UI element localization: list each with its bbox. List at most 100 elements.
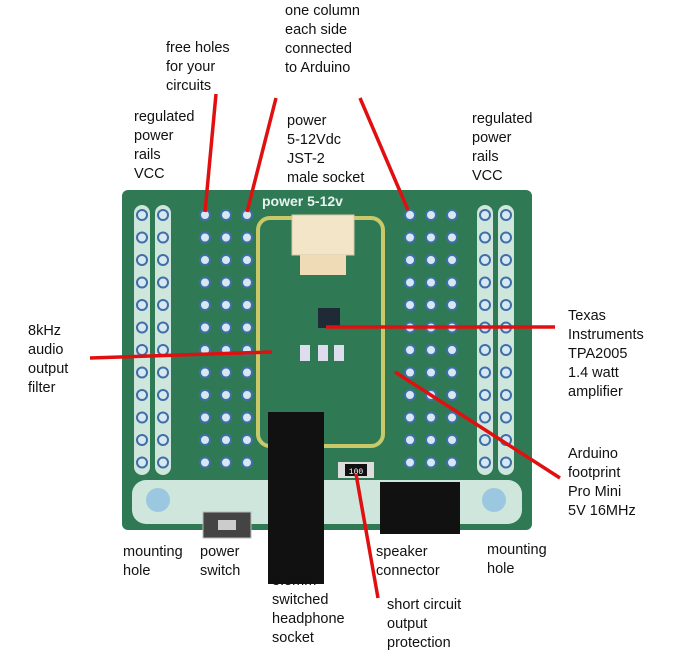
through-hole	[425, 411, 437, 424]
through-hole	[479, 299, 491, 311]
label-line: 3.5mm	[272, 573, 317, 589]
smd-component	[318, 345, 328, 361]
through-hole	[446, 434, 458, 446]
line-filter	[89, 350, 273, 360]
label-line: short circuit	[387, 597, 462, 613]
through-hole	[479, 411, 491, 424]
through-hole	[241, 366, 253, 379]
label-line: switched	[272, 592, 329, 608]
through-hole	[500, 344, 512, 356]
through-hole	[446, 209, 458, 221]
through-hole	[425, 209, 437, 221]
through-hole	[220, 456, 232, 469]
label-line: Texas	[568, 308, 606, 324]
through-hole	[157, 231, 169, 244]
through-hole	[500, 209, 512, 221]
through-hole	[479, 456, 491, 469]
label-line: protection	[387, 635, 451, 651]
bottom-strip	[132, 480, 522, 524]
label-line: amplifier	[568, 384, 623, 400]
label-protection: short circuit output protection	[387, 596, 461, 653]
through-hole	[479, 231, 491, 244]
through-hole	[199, 231, 211, 244]
label-line: mounting	[123, 544, 183, 560]
label-line: JST-2	[287, 151, 325, 167]
switch-slider	[218, 520, 236, 530]
jst-socket-base	[300, 255, 346, 275]
through-hole	[404, 456, 416, 469]
label-line: headphone	[272, 611, 345, 627]
through-hole	[199, 456, 211, 469]
through-hole	[136, 209, 148, 221]
label-line: audio	[28, 342, 64, 358]
label-line: mounting	[487, 542, 547, 558]
through-hole	[425, 456, 437, 469]
through-hole	[157, 209, 169, 221]
line-free-holes	[203, 93, 218, 213]
label-line: rails	[134, 147, 161, 163]
through-hole	[199, 366, 211, 379]
through-hole	[425, 299, 437, 311]
through-hole	[404, 276, 416, 289]
through-hole	[220, 254, 232, 266]
resistor-body	[345, 464, 367, 476]
through-hole	[446, 389, 458, 401]
power-switch	[202, 511, 252, 539]
through-hole	[404, 209, 416, 221]
label-line: connected	[285, 41, 352, 57]
label-line: power	[134, 128, 174, 144]
label-line: regulated	[134, 109, 195, 125]
through-hole	[157, 434, 169, 446]
through-hole	[404, 411, 416, 424]
through-hole	[136, 366, 148, 379]
resistor-marking: 100	[349, 468, 364, 477]
label-line: output	[28, 361, 69, 377]
label-line: footprint	[568, 465, 621, 481]
through-hole	[157, 389, 169, 401]
through-hole	[500, 231, 512, 244]
line-column-left	[245, 97, 278, 213]
through-hole	[199, 321, 211, 334]
through-hole	[425, 276, 437, 289]
through-hole	[136, 411, 148, 424]
through-hole	[479, 276, 491, 289]
smd-component	[334, 345, 344, 361]
label-line: regulated	[472, 111, 533, 127]
through-hole	[136, 299, 148, 311]
through-hole	[404, 344, 416, 356]
amplifier-chip	[318, 308, 340, 328]
label-line: 5-12Vdc	[287, 132, 342, 148]
through-hole	[500, 366, 512, 379]
through-hole	[220, 411, 232, 424]
through-hole	[241, 434, 253, 446]
label-line: filter	[28, 380, 56, 396]
through-hole	[404, 299, 416, 311]
through-hole	[136, 389, 148, 401]
silkscreen-title: power 5-12v	[262, 193, 343, 209]
through-hole	[446, 254, 458, 266]
through-hole	[136, 456, 148, 469]
through-hole	[220, 276, 232, 289]
through-hole	[157, 366, 169, 379]
label-line: output	[387, 616, 428, 632]
through-holes	[136, 209, 512, 469]
through-hole	[241, 321, 253, 334]
through-hole	[199, 434, 211, 446]
through-hole	[220, 209, 232, 221]
label-line: circuits	[166, 78, 212, 94]
through-hole	[425, 231, 437, 244]
label-line: Instruments	[568, 327, 644, 343]
through-hole	[500, 411, 512, 424]
through-hole	[425, 254, 437, 266]
line-arduino	[394, 370, 561, 480]
vcc-rail-right	[477, 205, 493, 475]
label-line: VCC	[134, 166, 165, 182]
line-protection	[354, 473, 380, 599]
